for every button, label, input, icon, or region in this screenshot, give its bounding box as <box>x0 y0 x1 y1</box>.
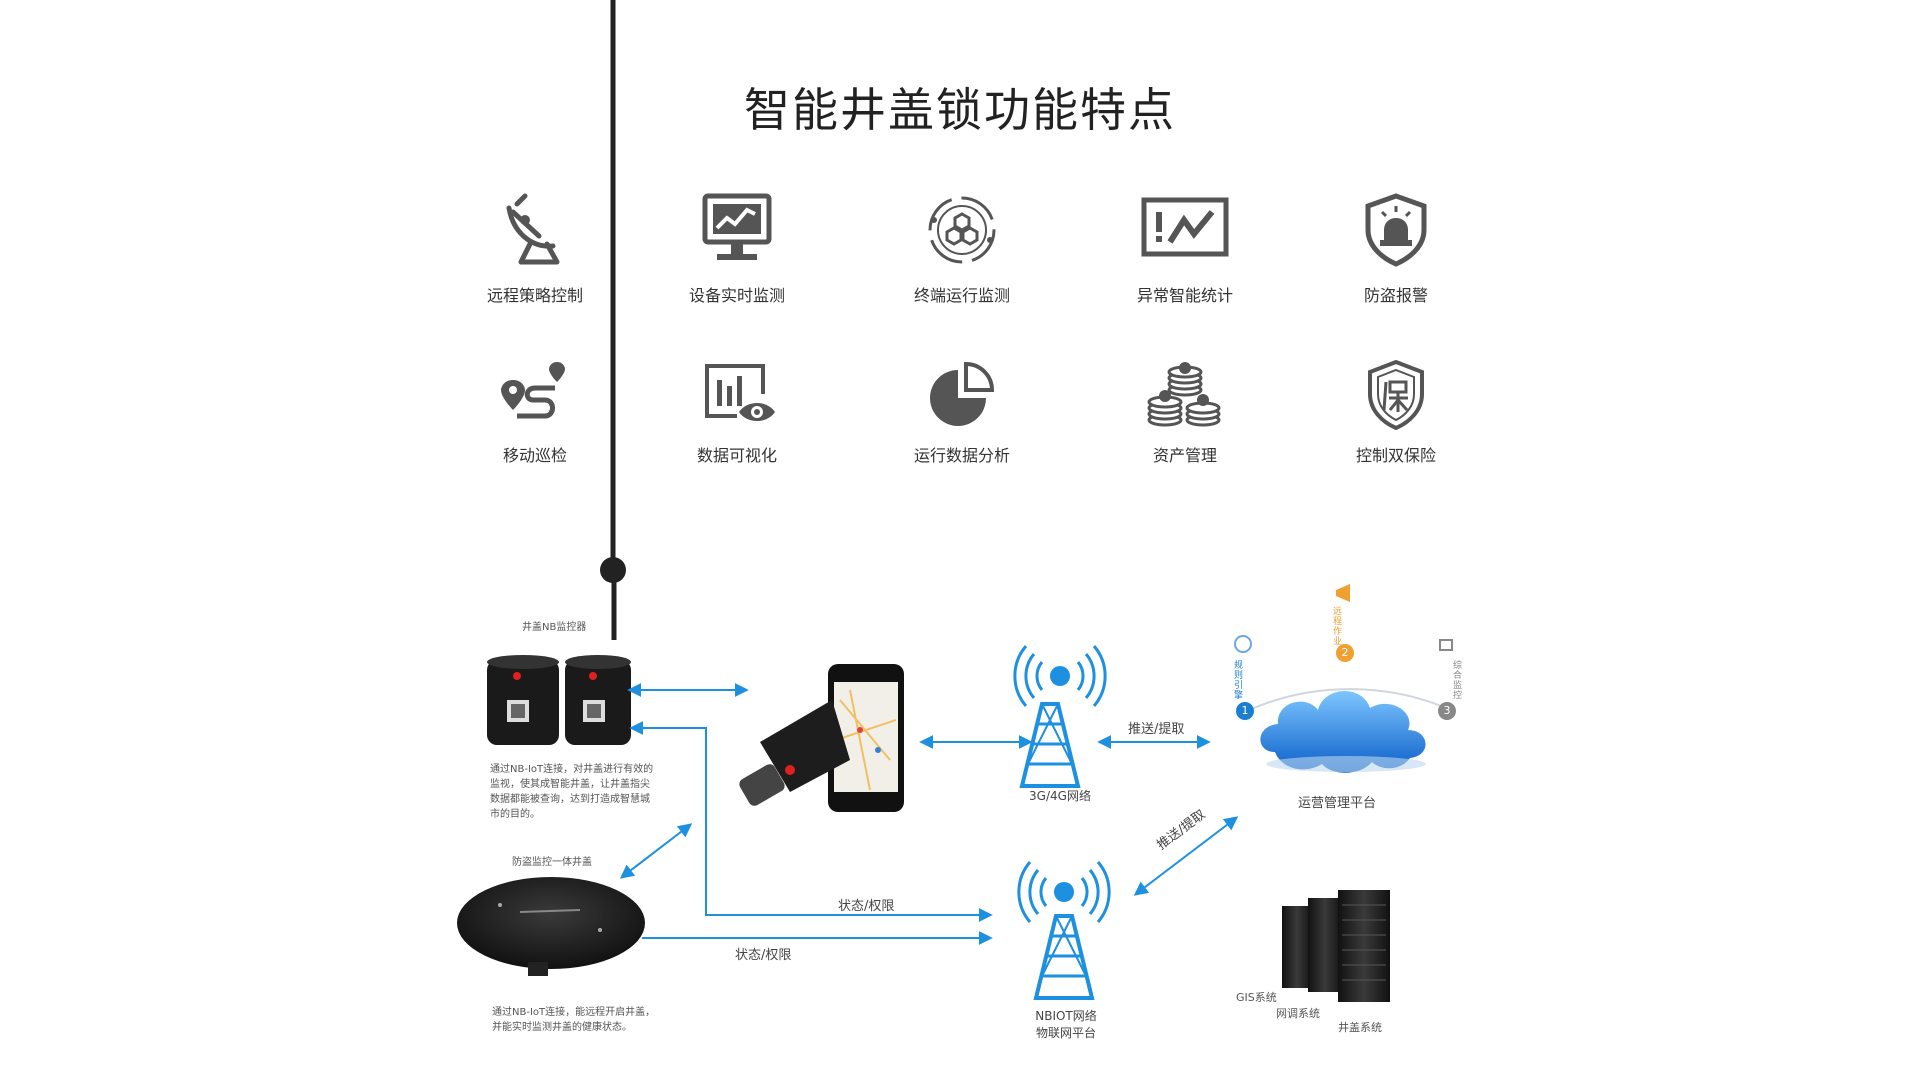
feature-label: 资产管理 <box>1152 446 1217 465</box>
feature-terminal-monitor: 终端运行监测 <box>862 190 1062 306</box>
satellite-dish-icon <box>506 193 560 265</box>
feature-realtime-monitor: 设备实时监测 <box>637 190 837 306</box>
network-3g4g-label: 3G/4G网络 <box>1029 789 1091 803</box>
monitor-chart-icon <box>702 193 772 260</box>
power-icon <box>1234 635 1252 653</box>
cloud-platform <box>1244 688 1456 773</box>
pie-chart-icon <box>930 361 995 426</box>
chart-eye-icon <box>705 364 775 421</box>
feature-label: 终端运行监测 <box>913 286 1010 305</box>
push-label-1: 推送/提取 <box>1128 722 1185 737</box>
feature-label: 运行数据分析 <box>913 446 1010 465</box>
cell-tower-3g4g <box>1013 645 1107 788</box>
feature-data-visualization: 数据可视化 <box>637 360 837 466</box>
feature-remote-control: 远程策略控制 <box>435 190 635 306</box>
system-gis: GIS系统 <box>1236 991 1277 1004</box>
cover-description: 通过NB-IoT连接，能远程开启井盖， 并能实时监测井盖的健康状态。 <box>492 1005 655 1035</box>
monitor-desc-line: 通过NB-IoT连接，对井盖进行有效的 <box>490 764 654 775</box>
feature-asset-management: 资产管理 <box>1085 360 1285 466</box>
manhole-cover <box>457 877 645 976</box>
coin-stack-icon <box>1147 362 1221 427</box>
cloud-node-3-text: 综合监控 <box>1451 660 1461 700</box>
shield-alarm-icon <box>1365 193 1427 267</box>
feature-label: 控制双保险 <box>1355 446 1436 465</box>
feature-label: 移动巡检 <box>502 446 567 465</box>
status-label-2: 状态/权限 <box>735 948 792 963</box>
nbiot-line: NBIOT网络 <box>1035 1009 1097 1023</box>
connection-arrows <box>619 683 1239 945</box>
shield-bao-icon <box>1368 360 1424 430</box>
feature-operation-analysis: 运行数据分析 <box>862 360 1062 466</box>
monitor-title: 井盖NB监控器 <box>522 622 587 633</box>
cloud-node-2: 2 <box>1336 644 1354 662</box>
feature-dual-control: 控制双保险 <box>1296 360 1496 466</box>
cover-title: 防盗监控一体井盖 <box>512 857 592 868</box>
cover-desc-line: 通过NB-IoT连接，能远程开启井盖， <box>492 1007 656 1018</box>
route-pin-icon <box>501 362 565 419</box>
cover-desc-line: 并能实时监测井盖的健康状态。 <box>492 1022 632 1033</box>
megaphone-icon <box>1336 584 1350 602</box>
feature-label: 异常智能统计 <box>1136 286 1233 305</box>
page-title: 智能井盖锁功能特点 <box>744 83 1176 137</box>
cell-tower-nbiot <box>1017 861 1111 1000</box>
hexagon-network-icon <box>928 196 996 264</box>
nb-monitor-device <box>487 0 631 745</box>
feature-mobile-patrol: 移动巡检 <box>435 360 635 466</box>
cloud-node-3: 3 <box>1438 702 1456 720</box>
system-network-dispatch: 网调系统 <box>1276 1007 1320 1020</box>
monitor-desc-line: 监视，使其成智能井盖，让井盖指尖 <box>490 779 650 790</box>
status-label-1: 状态/权限 <box>838 899 895 914</box>
monitor-desc-line: 市的目的。 <box>490 809 540 820</box>
feature-label: 设备实时监测 <box>688 286 785 305</box>
monitor-desc-line: 数据都能被查询，达到打造成智慧城 <box>490 794 650 805</box>
server-racks <box>1282 890 1390 1002</box>
monitor-node-icon <box>1439 639 1453 651</box>
feature-label: 数据可视化 <box>696 446 777 465</box>
feature-anti-theft-alarm: 防盗报警 <box>1296 190 1496 306</box>
cloud-node-1: 1 <box>1236 702 1254 720</box>
network-nbiot-label: NBIOT网络 物联网平台 <box>1024 1008 1108 1042</box>
platform-label: 运营管理平台 <box>1298 796 1377 811</box>
monitor-description: 通过NB-IoT连接，对井盖进行有效的 监视，使其成智能井盖，让井盖指尖 数据都… <box>490 762 653 822</box>
alert-chart-icon <box>1141 197 1229 257</box>
cloud-node-1-text: 规则引擎 <box>1232 660 1242 700</box>
system-manhole: 井盖系统 <box>1338 1021 1382 1034</box>
feature-anomaly-stats: 异常智能统计 <box>1085 190 1285 306</box>
cloud-node-2-text: 远程作业 <box>1331 606 1341 646</box>
feature-label: 防盗报警 <box>1363 286 1428 305</box>
feature-label: 远程策略控制 <box>486 286 583 305</box>
nbiot-line: 物联网平台 <box>1035 1026 1096 1040</box>
